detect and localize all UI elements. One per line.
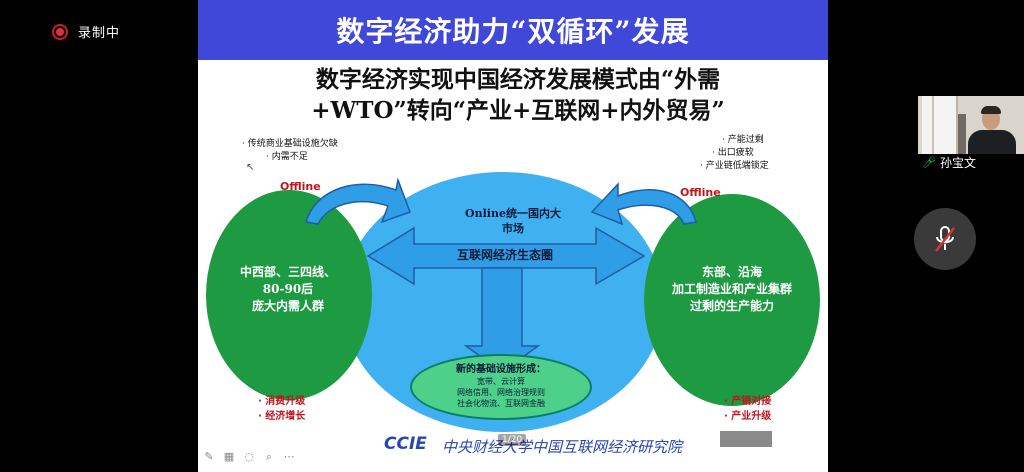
note-item: · 传统商业基础设施欠缺 <box>242 139 338 149</box>
mouse-cursor-icon: ↖ <box>246 162 255 173</box>
slide-title: 数字经济助力“双循环”发展 <box>336 15 690 48</box>
subtitle-line-1: 数字经济实现中国经济发展模式由“外需 <box>315 66 721 93</box>
mic-muted-icon <box>935 226 955 252</box>
bottom-left-notes: · 消费升级 · 经济增长 <box>258 394 305 424</box>
pen-icon[interactable]: ✎ <box>204 450 214 463</box>
slide-toolbar: ✎ ▦ ◌ ⌕ ⋯ <box>202 450 296 464</box>
infrastructure-text: 新的基础设施形成： 宽带、云计算 网络信用、网络治理规则 社会化物流、互联网金融 <box>412 364 590 409</box>
participant-body <box>968 130 1016 154</box>
right-circle-text: 东部、沿海 加工制造业和产业集群 过剩的生产能力 <box>644 264 820 315</box>
note-item: · 经济增长 <box>258 411 306 422</box>
left-circle-line-2: 80-90后 <box>262 282 314 296</box>
recording-label: 录制中 <box>78 26 121 41</box>
participant-name: 孙宝文 <box>939 156 976 170</box>
right-circle-line-1: 东部、沿海 <box>701 265 762 279</box>
right-supply-circle <box>644 194 820 406</box>
flow-arrows <box>305 177 697 373</box>
note-item: · 产业链低端锁定 <box>700 161 769 171</box>
left-circle-text: 中西部、三四线、 80-90后 庞大内需人群 <box>218 264 358 315</box>
recording-indicator[interactable]: 录制中 <box>52 22 120 41</box>
subtitle-line-2: +WTO”转向“产业+互联网+内外贸易” <box>311 97 725 124</box>
offline-label-right: Offline <box>680 186 721 199</box>
online-line-2: 市场 <box>502 222 524 235</box>
mute-button[interactable] <box>914 208 976 270</box>
infrastructure-title: 新的基础设施形成： <box>456 364 546 375</box>
note-item: · 产能过剩 <box>722 135 764 145</box>
left-curved-arrow <box>305 177 411 225</box>
slide-subtitle: 数字经济实现中国经济发展模式由“外需 +WTO”转向“产业+互联网+内外贸易” <box>238 64 798 126</box>
right-curved-arrow <box>590 182 697 226</box>
infrastructure-line-3: 社会化物流、互联网金融 <box>457 399 545 408</box>
online-line-1: Online统一国内大 <box>465 207 561 220</box>
infrastructure-line-1: 宽带、云计算 <box>477 377 525 386</box>
mic-active-icon: 🎤︎ <box>922 156 936 169</box>
ecosystem-label: 互联网经济生态圈 <box>456 248 553 262</box>
note-item: · 消费升级 <box>258 396 306 407</box>
institute-name: 中央财经大学中国互联网经济研究院 <box>442 438 683 456</box>
search-icon[interactable]: ⌕ <box>265 450 273 463</box>
bottom-right-notes: · 产销对接 · 产业升级 <box>724 394 771 424</box>
note-item: · 产销对接 <box>724 396 772 407</box>
grid-icon[interactable]: ▦ <box>223 450 235 463</box>
record-icon <box>52 23 68 40</box>
slide-banner: 数字经济助力“双循环”发展 <box>198 0 828 60</box>
video-background-shelf <box>958 114 966 154</box>
page-number: 1/20 <box>498 434 527 446</box>
horizontal-double-arrow <box>366 226 646 286</box>
infrastructure-line-2: 网络信用、网络治理规则 <box>457 388 545 397</box>
more-icon[interactable]: ⋯ <box>283 450 295 463</box>
participant-name-label: 🎤︎ 孙宝文 <box>922 154 976 171</box>
note-item: · 产业升级 <box>724 411 772 422</box>
top-right-notes: · 产能过剩 · 出口疲软 · 产业链低端锁定 <box>700 134 769 173</box>
right-circle-line-3: 过剩的生产能力 <box>689 299 774 313</box>
right-circle-line-2: 加工制造业和产业集群 <box>671 282 792 296</box>
online-market-label: Online统一国内大 市场 <box>438 206 588 236</box>
overlay-box <box>720 431 772 447</box>
infrastructure-ellipse <box>410 354 592 420</box>
note-item: · 出口疲软 <box>712 148 754 158</box>
note-item: · 内需不足 <box>266 152 308 162</box>
participant-hair <box>981 106 1001 114</box>
top-left-notes: · 传统商业基础设施欠缺 · 内需不足 <box>242 138 338 164</box>
left-circle-line-1: 中西部、三四线、 <box>239 265 336 279</box>
video-background-window <box>922 96 958 154</box>
ccie-logo: CCIE <box>384 434 427 454</box>
shared-slide: 数字经济助力“双循环”发展 数字经济实现中国经济发展模式由“外需 +WTO”转向… <box>198 0 828 472</box>
offline-label-left: Offline <box>280 180 321 193</box>
eraser-icon[interactable]: ◌ <box>244 450 254 463</box>
left-circle-line-3: 庞大内需人群 <box>251 299 324 313</box>
left-demand-circle <box>206 190 372 400</box>
participant-video[interactable] <box>918 96 1024 154</box>
